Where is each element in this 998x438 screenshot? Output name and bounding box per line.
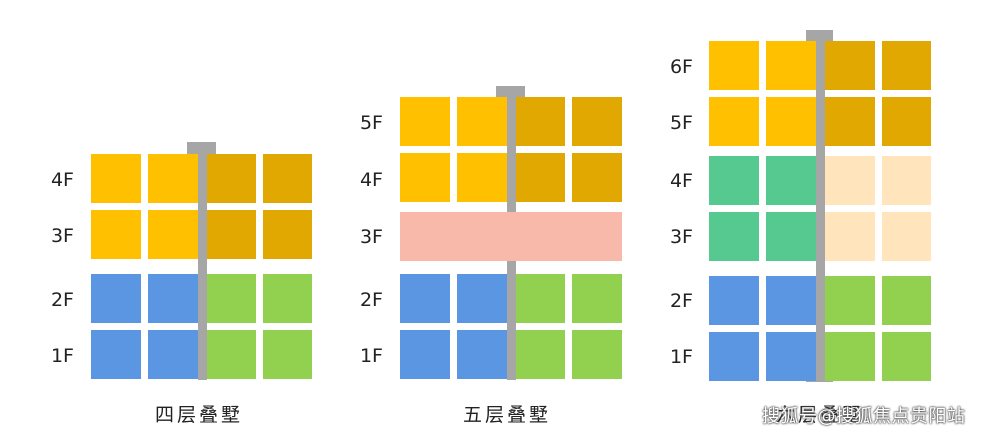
unit-block bbox=[766, 41, 816, 90]
unit-block bbox=[148, 210, 198, 259]
unit-block bbox=[148, 274, 198, 323]
unit-block bbox=[207, 210, 256, 259]
unit-block bbox=[709, 97, 759, 146]
floor-label: 3F bbox=[669, 226, 693, 248]
unit-block bbox=[263, 274, 312, 323]
floor-label: 1F bbox=[669, 346, 693, 368]
unit-block bbox=[516, 153, 565, 202]
unit-block bbox=[572, 153, 622, 202]
unit-block bbox=[91, 210, 141, 259]
floor-label: 2F bbox=[359, 289, 383, 311]
floor-label: 3F bbox=[50, 225, 74, 247]
unit-block bbox=[766, 212, 816, 261]
unit-block bbox=[400, 153, 450, 202]
floor-label: 5F bbox=[669, 112, 693, 134]
unit-block bbox=[572, 274, 622, 323]
unit-block bbox=[457, 274, 507, 323]
unit-block bbox=[709, 41, 759, 90]
unit-block bbox=[709, 156, 759, 205]
unit-block bbox=[709, 212, 759, 261]
floor-label: 4F bbox=[359, 169, 383, 191]
floor-label: 6F bbox=[669, 56, 693, 78]
unit-block bbox=[263, 154, 312, 203]
floor-label: 2F bbox=[669, 290, 693, 312]
unit-block bbox=[207, 330, 256, 379]
unit-block bbox=[91, 274, 141, 323]
unit-block bbox=[766, 156, 816, 205]
unit-block bbox=[882, 276, 931, 325]
unit-block bbox=[825, 332, 875, 381]
unit-block bbox=[882, 332, 931, 381]
unit-block bbox=[572, 330, 622, 379]
pole bbox=[198, 142, 207, 380]
pole bbox=[816, 30, 825, 380]
floor-label: 2F bbox=[50, 289, 74, 311]
unit-block bbox=[882, 41, 931, 90]
unit-block bbox=[766, 332, 816, 381]
floor-label: 3F bbox=[359, 226, 383, 248]
unit-block bbox=[400, 274, 450, 323]
watermark: 搜狐号@搜狐焦点贵阳站 bbox=[762, 406, 966, 427]
unit-block bbox=[516, 330, 565, 379]
unit-block bbox=[825, 212, 875, 261]
floor-label: 1F bbox=[359, 345, 383, 367]
unit-block bbox=[766, 97, 816, 146]
building-caption: 六层叠墅 bbox=[776, 404, 865, 426]
floor-label: 4F bbox=[50, 169, 74, 191]
unit-block bbox=[825, 156, 875, 205]
unit-block bbox=[572, 97, 622, 146]
unit-block bbox=[457, 330, 507, 379]
unit-block bbox=[766, 276, 816, 325]
building-caption: 五层叠墅 bbox=[463, 404, 552, 426]
floor-label: 4F bbox=[669, 170, 693, 192]
unit-block bbox=[263, 330, 312, 379]
unit-block bbox=[882, 156, 931, 205]
unit-block bbox=[882, 97, 931, 146]
unit-block bbox=[207, 274, 256, 323]
unit-block bbox=[825, 97, 875, 146]
unit-block bbox=[148, 330, 198, 379]
unit-block bbox=[457, 153, 507, 202]
floor-label: 1F bbox=[50, 345, 74, 367]
unit-block bbox=[148, 154, 198, 203]
unit-block bbox=[263, 210, 312, 259]
shared-floor-block bbox=[400, 212, 622, 261]
unit-block bbox=[400, 330, 450, 379]
unit-block bbox=[91, 154, 141, 203]
unit-block bbox=[709, 332, 759, 381]
unit-block bbox=[400, 97, 450, 146]
building-caption: 四层叠墅 bbox=[155, 404, 244, 426]
unit-block bbox=[91, 330, 141, 379]
unit-block bbox=[882, 212, 931, 261]
unit-block bbox=[825, 41, 875, 90]
unit-block bbox=[825, 276, 875, 325]
unit-block bbox=[709, 276, 759, 325]
unit-block bbox=[516, 274, 565, 323]
floor-label: 5F bbox=[359, 112, 383, 134]
unit-block bbox=[457, 97, 507, 146]
unit-block bbox=[516, 97, 565, 146]
unit-block bbox=[207, 154, 256, 203]
